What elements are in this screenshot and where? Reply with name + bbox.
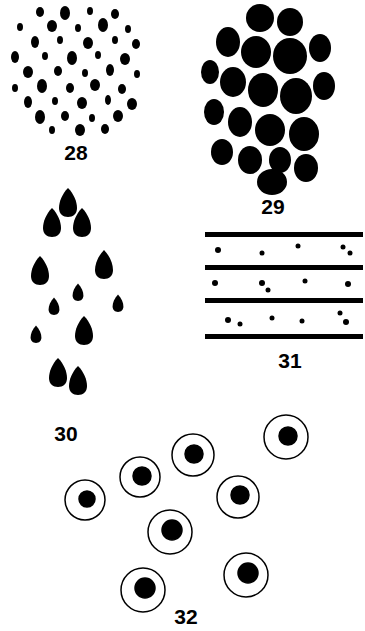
teardrop-shapes: [31, 188, 124, 395]
large-blobs: [201, 4, 335, 195]
figure-number: 28: [64, 142, 87, 163]
figure-number: 29: [261, 196, 284, 217]
nucleated-cells: [65, 415, 308, 612]
figure-number: 30: [54, 423, 77, 444]
figure-number: 32: [174, 606, 197, 627]
small-dots: [11, 6, 140, 136]
figure-number: 31: [278, 350, 301, 371]
striped-layers: [205, 232, 363, 339]
